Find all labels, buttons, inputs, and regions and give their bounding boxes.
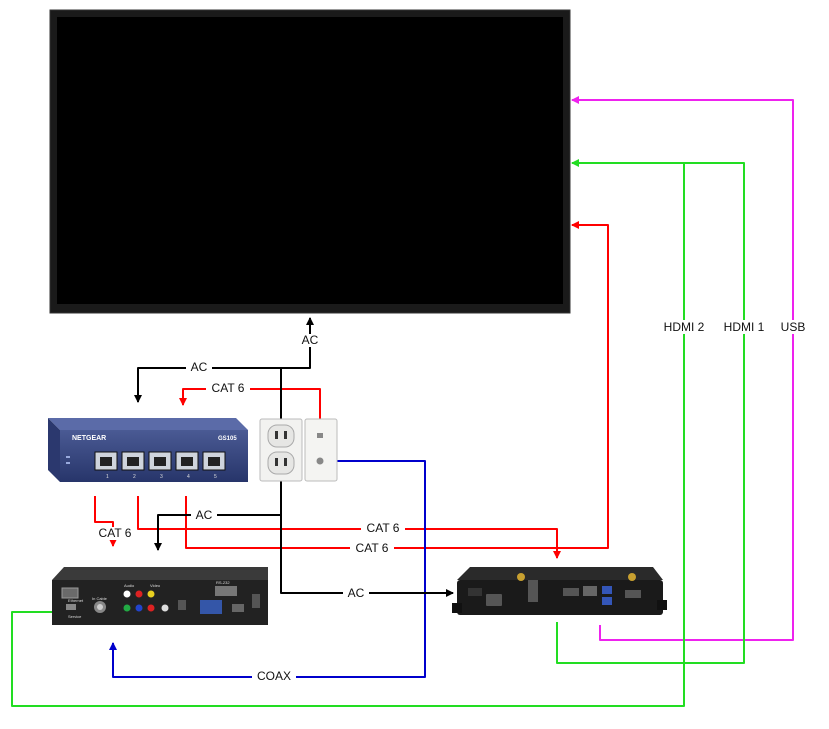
switch-port-label: 3 [160,474,163,480]
coax-cable [109,460,426,678]
cat6-switch-cable [179,388,321,435]
label-ac-switch: AC [191,360,208,374]
receiver-label-service: Service [68,614,82,619]
label-cat6-receiver: CAT 6 [99,526,132,540]
label-cat6-pc-2: CAT 6 [356,541,389,555]
receiver-label-incable: In Cable [92,596,108,601]
label-coax: COAX [257,669,291,683]
hdmi2-cable [11,163,685,707]
receiver-label-rs232: RS-232 [216,580,230,585]
cable-receiver: Ethernet Service In Cable Audio Video RS… [52,567,268,625]
receiver-label-ethernet: Ethernet [68,598,84,603]
label-ac-receiver: AC [196,508,213,522]
receiver-label-audio: Audio [124,583,135,588]
ac-pc-cable [280,515,454,597]
ac-receiver-cable [154,514,281,551]
power-outlet [259,418,303,482]
label-cat6-switch: CAT 6 [212,381,245,395]
receiver-label-video: Video [150,583,161,588]
cat6-pc-cable-1 [137,496,561,559]
switch-brand: NETGEAR [72,435,106,442]
label-usb: USB [781,320,806,334]
usb-cable [571,96,794,641]
label-cat6-pc-1: CAT 6 [367,521,400,535]
mini-pc [452,567,667,615]
display-monitor [49,9,571,314]
label-hdmi2: HDMI 2 [664,320,705,334]
label-ac-display: AC [302,333,319,347]
switch-port-label: 4 [187,474,190,480]
wall-jack-plate [304,418,338,482]
switch-ports [94,451,226,471]
label-hdmi1: HDMI 1 [724,320,765,334]
cat6-display-cable [555,221,609,549]
label-ac-pc: AC [348,586,365,600]
cat6-pc-cable-2 [185,496,555,549]
network-switch: NETGEAR GS105 1 2 3 4 5 [48,418,248,482]
switch-port-label: 2 [133,474,136,480]
cable-labels: AC AC CAT 6 AC CAT 6 CAT 6 CAT 6 AC COAX… [94,320,807,683]
hdmi1-cable [556,159,745,664]
switch-port-label: 1 [106,474,109,480]
switch-model: GS105 [218,436,237,442]
ac-switch-cable [134,367,281,403]
switch-port-label: 5 [214,474,217,480]
